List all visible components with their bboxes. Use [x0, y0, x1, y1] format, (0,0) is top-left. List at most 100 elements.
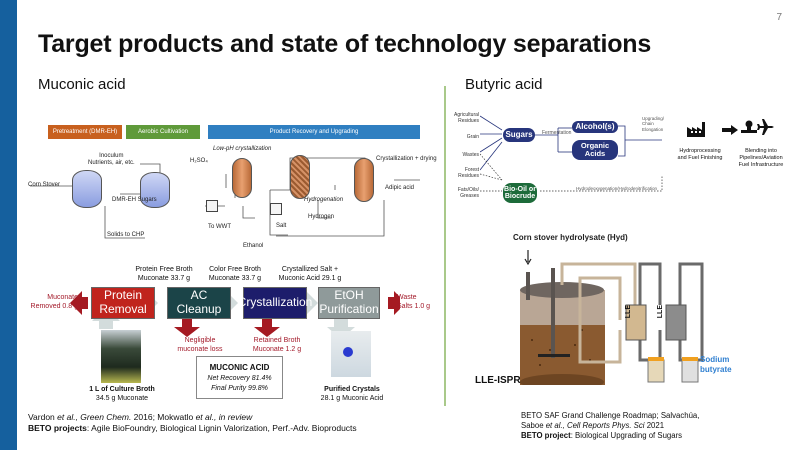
butyric-citation-2: Saboe et al., Cell Reports Phys. Sci 202… — [521, 421, 699, 431]
arrow-down-ac — [174, 319, 200, 337]
label-fermentation: Fermentation — [542, 130, 572, 136]
step-label: Protein Removal — [99, 288, 147, 316]
pipeline-icon — [741, 120, 757, 133]
input-subtitle: 34.5 g Muconate — [95, 394, 149, 402]
cite-part: et al., Green Chem. — [57, 412, 132, 422]
muconic-references: Vardon et al., Green Chem. 2016; Mokwatl… — [28, 412, 357, 434]
step-label: AC Cleanup — [176, 288, 222, 316]
summary-box: MUCONIC ACID Net Recovery 81.4% Final Pu… — [196, 356, 283, 399]
summary-title: MUCONIC ACID — [209, 363, 270, 372]
label-cryst-drying: Crystallization + drying — [376, 156, 437, 162]
hydrogenation-reactor — [290, 155, 310, 199]
system-label: LLE-ISPR — [475, 375, 521, 386]
step-label: Crystallization — [237, 295, 313, 310]
arrow-right-waste — [388, 291, 400, 315]
butyric-heading: Butyric acid — [465, 76, 543, 93]
input-title: 1 L of Culture Broth — [89, 386, 155, 393]
filter-1 — [206, 200, 218, 212]
label-corn-stover: Corn Stover — [28, 182, 61, 188]
cite-part: et al., Cell Reports Phys. Sci — [545, 421, 645, 431]
arrow-down-output — [327, 319, 355, 339]
note-negligible-loss: Negligible muconate loss — [177, 337, 223, 353]
label-salt: Salt — [276, 223, 287, 229]
output-title: Purified Crystals — [324, 386, 380, 393]
feedstock-agricultural: Agricultural Residues — [453, 112, 479, 124]
step-ac-cleanup: AC Cleanup — [167, 287, 231, 319]
pretreatment-reactor — [72, 170, 102, 208]
label-upgrading: Upgrading/ Chain Elongation — [642, 116, 665, 132]
lle-column-1 — [625, 304, 647, 341]
cite-part: et al., in review — [195, 412, 253, 422]
summary-purity: Final Purity 99.8% — [211, 384, 268, 392]
note-muconate-removed: Muconate Removed 0.8 g — [30, 294, 78, 310]
node-alcohols: Alcohol(s) — [572, 121, 618, 133]
crystal-blob — [343, 347, 353, 357]
feed-label: Corn stover hydrolysate (Hyd) — [513, 233, 628, 242]
band-aerobic-cultivation: Aerobic Cultivation — [126, 125, 200, 139]
muconic-projects: BETO projects: Agile BioFoundry, Biologi… — [28, 423, 357, 434]
node-sugars: Sugars — [503, 128, 535, 142]
product-label: Sodium butyrate — [700, 355, 732, 374]
lle-label-1: LLE — [625, 305, 632, 319]
nutrients-text: Nutrients, air, etc. — [88, 160, 135, 167]
step-crystallization: Crystallization — [238, 287, 312, 319]
cite-part: 2021 — [644, 421, 665, 431]
tube-loop-1 — [560, 262, 637, 364]
label-h2so4: H₂SO₄ — [190, 158, 208, 164]
node-bio-oil: Bio-Oil or Biocrude — [503, 183, 537, 203]
output-subtitle: 28.1 g Muconic Acid — [320, 394, 384, 402]
filter-2 — [270, 203, 282, 215]
culture-broth-photo — [101, 330, 141, 383]
butyric-lines — [480, 115, 663, 192]
feedstock-wastes: Wastes — [462, 152, 479, 158]
cite-part: 2016; Mokwatlo — [131, 412, 196, 422]
butyric-references: BETO SAF Grand Challenge Roadmap; Salvac… — [521, 411, 699, 441]
label-hydroprocessing: Hydroprocessing and Fuel Finishing — [677, 148, 723, 161]
page-number: 7 — [776, 12, 782, 23]
slide-title: Target products and state of technology … — [38, 30, 652, 58]
feedstock-fats: Fats/Oils/ Greases — [457, 187, 479, 199]
inoculum-text: Inoculum — [99, 153, 124, 159]
arrow-left-loss — [70, 291, 88, 315]
feedstock-forest: Forest Residues — [458, 167, 479, 179]
project-name: : Biological Upgrading of Sugars — [570, 431, 683, 441]
label-hydrogenation: Hydrogenation — [304, 197, 344, 203]
label-solids: Solids to CHP — [107, 232, 145, 238]
band-pretreatment: Pretreatment (DMR-EH) — [48, 125, 122, 139]
label-hydrogen: Hydrogen — [308, 214, 335, 220]
label-hdo: Hydrodeoxygenation/Hydrodenitrification — [576, 186, 658, 191]
butyric-citation-1: BETO SAF Grand Challenge Roadmap; Salvac… — [521, 411, 700, 420]
projects-label: BETO projects — [28, 423, 87, 434]
label-blending: Blending into Pipelines/Aviation Fuel In… — [738, 148, 784, 168]
label-ethanol: Ethanol — [243, 243, 264, 249]
cite-part: Vardon — [28, 412, 58, 422]
step-etoh-purification: EtOH Purification — [318, 287, 380, 319]
lle-column-2 — [665, 304, 687, 341]
cite-part: Saboe — [521, 421, 546, 431]
arrow-right-icon — [722, 125, 738, 135]
project-label: BETO project — [521, 431, 571, 441]
collection-bottle-2 — [681, 359, 699, 383]
sidebar-accent-bar — [0, 0, 17, 450]
label-dmr-sugars: DMR-EH Sugars — [112, 197, 157, 203]
section-divider — [444, 86, 446, 406]
note-waste-salts: Waste Salts 1.0 g — [397, 294, 431, 310]
lle-label-2: LLE — [657, 305, 664, 319]
projects-list: : Agile BioFoundry, Biological Lignin Va… — [86, 423, 357, 434]
final-crystallizer — [354, 158, 374, 202]
label-adipic: Adipic acid — [385, 185, 415, 191]
muconic-citation: Vardon et al., Green Chem. 2016; Mokwatl… — [28, 412, 357, 423]
crystals-photo — [331, 331, 371, 377]
note-retained-broth: Retained Broth Muconate 1.2 g — [252, 337, 302, 353]
summary-recovery: Net Recovery 81.4% — [207, 374, 272, 382]
collection-bottle-1 — [647, 359, 665, 383]
note-protein-free: Protein Free Broth Muconate 33.7 g — [135, 266, 193, 282]
band-product-recovery: Product Recovery and Upgrading — [208, 125, 420, 139]
crystallizer — [232, 158, 252, 198]
node-organic-acids: Organic Acids — [572, 140, 618, 160]
factory-icon — [687, 122, 705, 137]
label-low-ph: Low-pH crystallization — [213, 146, 272, 152]
